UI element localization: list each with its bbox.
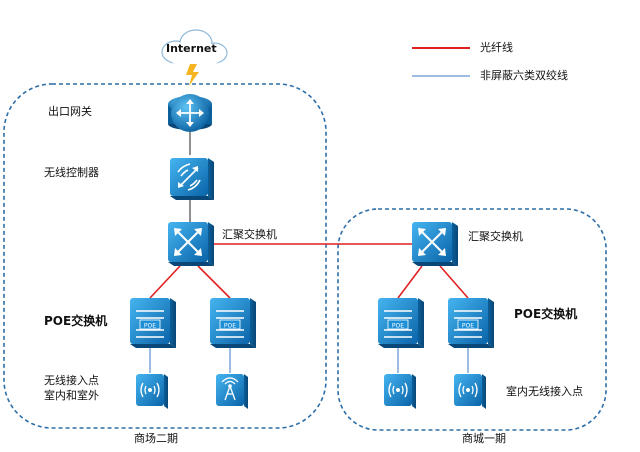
poe-switch-1-icon: POE [130, 298, 176, 348]
indoor-ap-label: 室内无线接入点 [506, 385, 583, 398]
poe-switch-2-icon: POE [210, 298, 256, 348]
legend-fiber-label: 光纤线 [480, 41, 513, 54]
aggregation-switch-2-icon [412, 222, 458, 266]
aggregation-switch-1-icon [168, 222, 214, 266]
poe-switch-4-icon: POE [448, 298, 494, 348]
lightning-icon [186, 64, 199, 86]
poe-switch-3-icon: POE [378, 298, 424, 348]
legend-utp-label: 非屏蔽六类双绞线 [480, 69, 568, 82]
poe-switch-2-label: POE交换机 [514, 307, 578, 321]
ap-label-line2: 室内和室外 [44, 389, 99, 402]
wireless-controller-icon [170, 158, 214, 200]
access-point-1-icon [136, 374, 168, 409]
link-agg2-poe4 [439, 265, 469, 299]
poe-switch-1-label: POE交换机 [44, 314, 108, 328]
phase2-area-label: 商城一期 [462, 432, 506, 445]
aggregation-switch-2-label: 汇聚交换机 [468, 230, 523, 243]
link-agg1-poe2 [197, 265, 231, 299]
access-point-3-icon [384, 374, 416, 409]
phase1-area-label: 商场二期 [134, 432, 178, 445]
phase1-area-border [3, 83, 327, 429]
poe-chip-text: POE [392, 323, 404, 330]
access-point-2-outdoor-icon [216, 374, 248, 409]
internet-label: Internet [166, 42, 217, 55]
poe-chip-text: POE [224, 323, 236, 330]
wireless-controller-label: 无线控制器 [44, 166, 99, 179]
poe-chip-text: POE [462, 323, 474, 330]
internet-cloud-icon [161, 29, 228, 67]
link-agg2-poe3 [397, 265, 423, 299]
aggregation-switch-1-label: 汇聚交换机 [222, 228, 277, 241]
gateway-label: 出口网关 [48, 105, 92, 118]
link-agg1-poe1 [149, 265, 181, 299]
ap-label-line1: 无线接入点 [44, 374, 99, 387]
poe-chip-text: POE [144, 323, 156, 330]
phase2-area-border [337, 208, 607, 431]
gateway-router-icon [168, 94, 212, 132]
access-point-4-icon [454, 374, 486, 409]
